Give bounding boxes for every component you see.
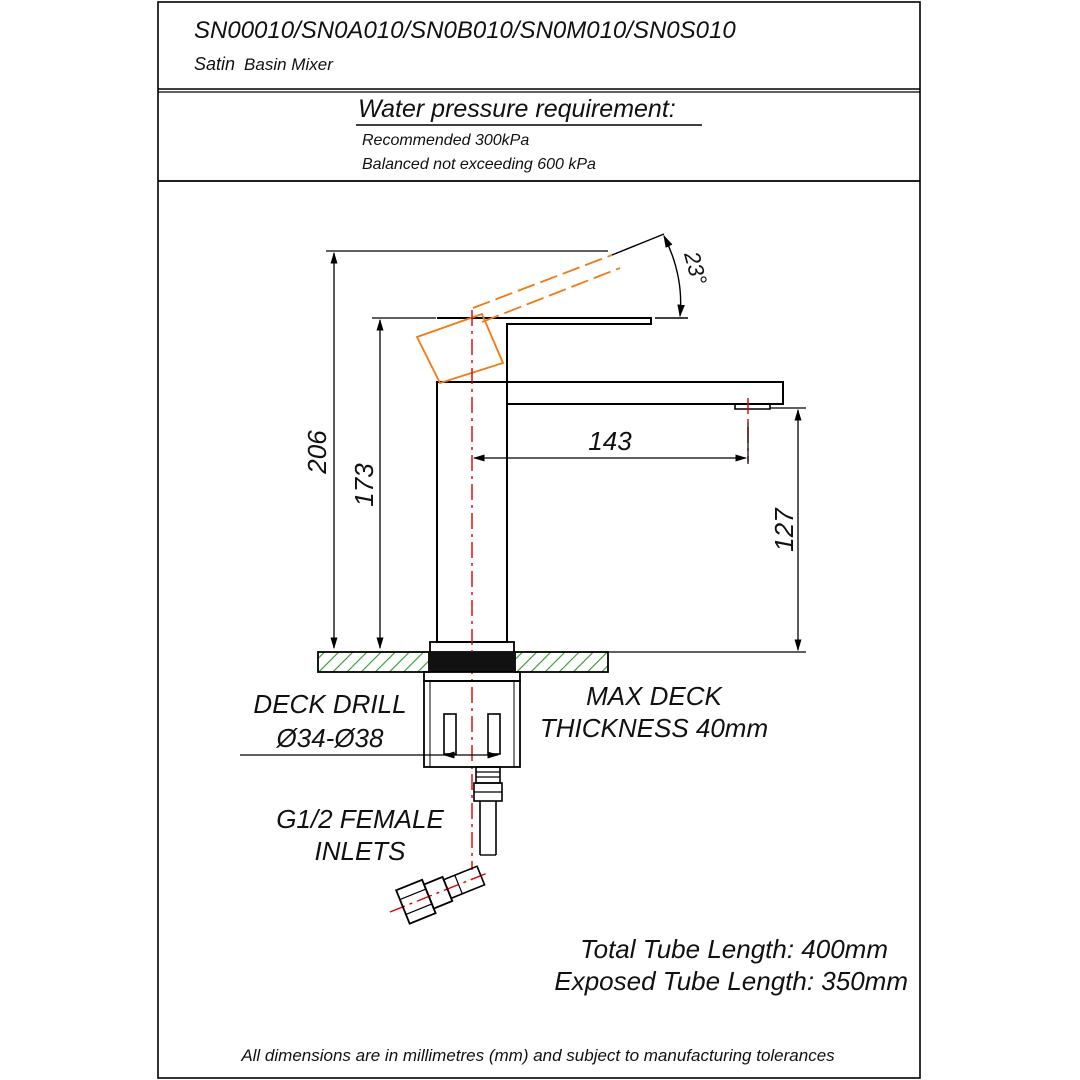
spout-reach-label: 143 [588,426,632,456]
inlet-hose [473,766,503,856]
overall-height-label: 206 [302,430,332,475]
underdeck-mount [423,671,521,768]
spout-height-label: 127 [769,507,799,552]
inlets-label: G1/2 FEMALE [276,804,444,834]
deck-drill-size: Ø34-Ø38 [276,723,384,753]
faucet-body [429,317,784,653]
inlet-nut [394,865,486,925]
deck-hole-fill [429,652,515,672]
body-height-label: 173 [349,463,379,507]
pressure-maximum: Balanced not exceeding 600 kPa [362,156,596,173]
lever-angle-label: 23° [679,248,712,288]
angle-annotation [611,233,688,319]
footer-tolerance-note: All dimensions are in millimetres (mm) a… [240,1046,835,1065]
dimension-lines [240,250,806,759]
lever [437,317,652,382]
model-codes: SN00010/SN0A010/SN0B010/SN0M010/SN0S010 [194,17,736,44]
sheet-frame [157,1,921,1079]
pressure-heading: Water pressure requirement: [358,95,676,123]
product-name: Satin Basin Mixer [194,54,334,74]
inlets-type: INLETS [314,836,406,866]
max-deck-label: MAX DECK [586,681,723,711]
total-tube-length: Total Tube Length: 400mm [580,934,888,964]
product-name-prefix: Satin [194,54,235,74]
aerator [734,404,771,410]
pressure-recommended: Recommended 300kPa [362,132,529,149]
product-name-rest: Basin Mixer [244,55,334,74]
deck-section [317,651,609,673]
max-deck-thickness: THICKNESS 40mm [540,713,768,743]
lever-raised-outline [415,254,621,385]
deck-drill-label: DECK DRILL [253,689,406,719]
exposed-tube-length: Exposed Tube Length: 350mm [554,966,908,996]
